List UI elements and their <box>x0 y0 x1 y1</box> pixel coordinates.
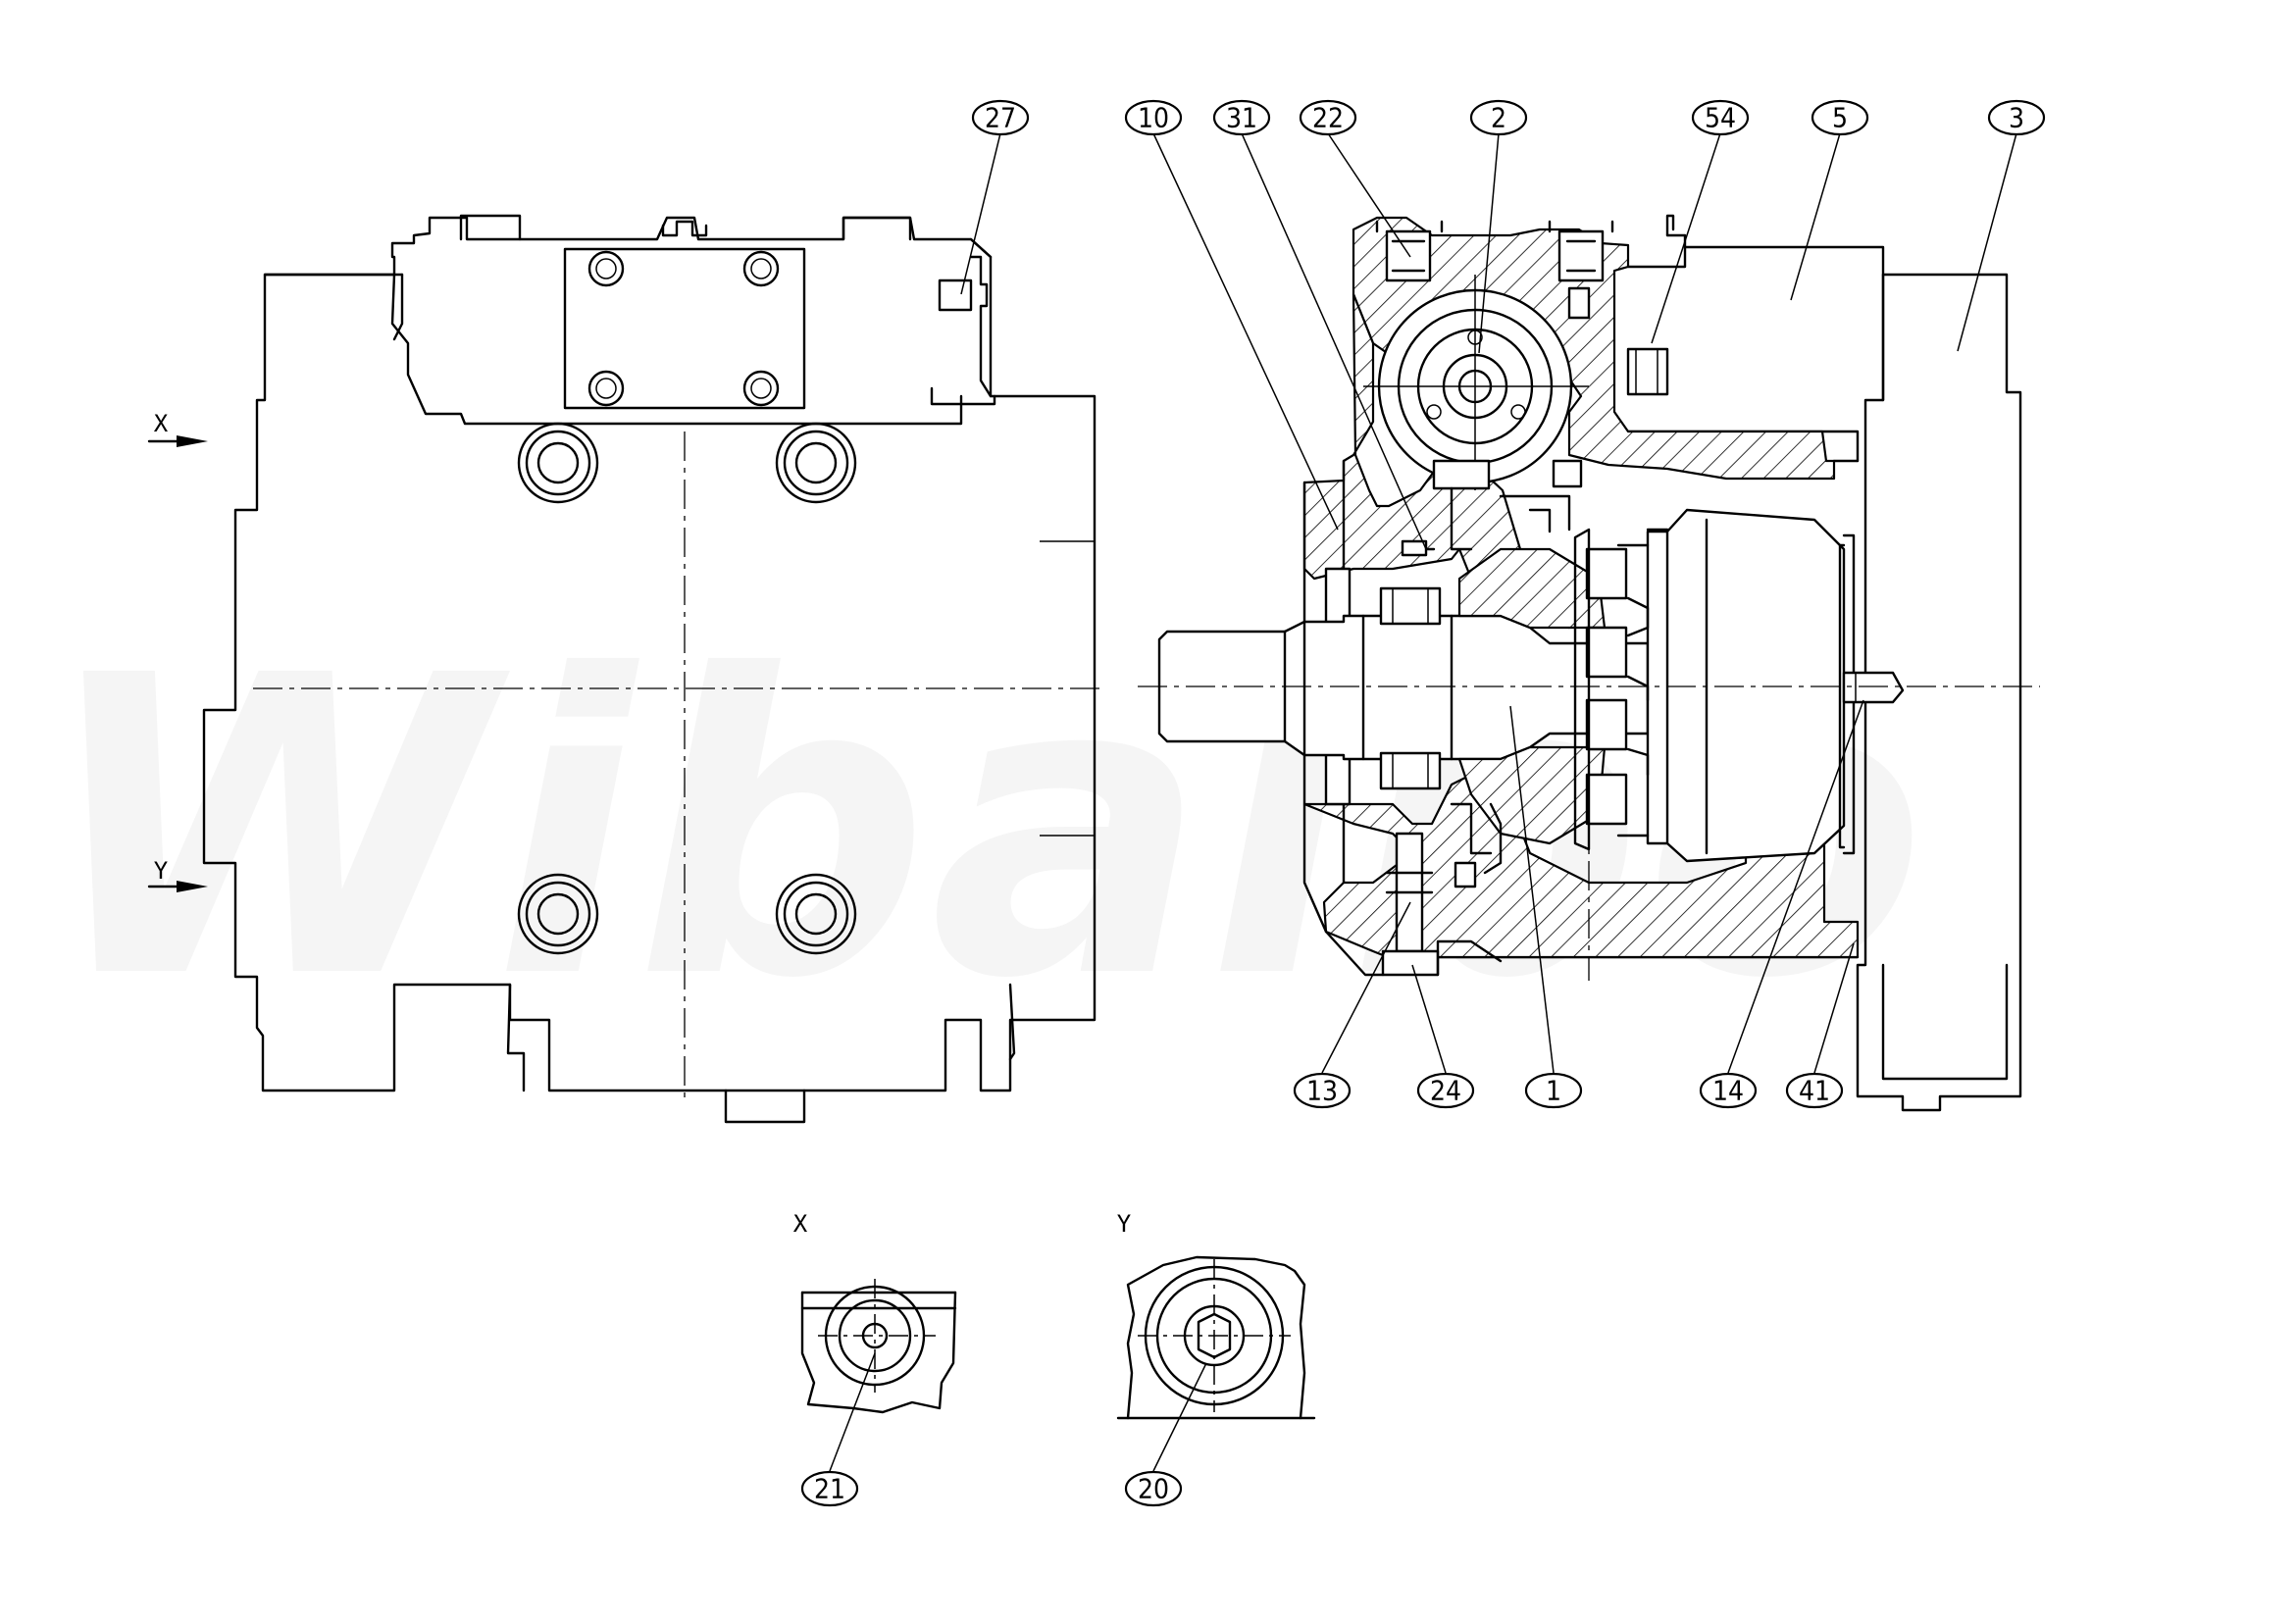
balloon-2: 2 <box>1469 99 1528 136</box>
balloon-31: 31 <box>1212 99 1271 136</box>
svg-text:31: 31 <box>1226 102 1257 134</box>
balloon-27: 27 <box>971 99 1030 136</box>
plate-screw <box>587 250 780 407</box>
svg-text:24: 24 <box>1430 1075 1461 1107</box>
svg-text:22: 22 <box>1312 102 1344 134</box>
balloon-20: 20 <box>1124 1470 1183 1507</box>
svg-text:54: 54 <box>1705 102 1736 134</box>
front-view: X Y <box>147 214 1104 1124</box>
drive-shaft <box>1157 614 1650 761</box>
balloon-13: 13 <box>1293 1072 1352 1109</box>
svg-text:2: 2 <box>1491 102 1506 134</box>
svg-text:Y: Y <box>154 857 169 885</box>
balloon-14: 14 <box>1699 1072 1758 1109</box>
balloon-1: 1 <box>1524 1072 1583 1109</box>
section-view <box>1138 214 2040 1112</box>
svg-text:41: 41 <box>1799 1075 1830 1107</box>
port-y-arrow: Y <box>147 857 208 892</box>
balloon-5: 5 <box>1811 99 1869 136</box>
svg-text:27: 27 <box>985 102 1016 134</box>
leader-lines <box>829 132 2017 1472</box>
balloon-3: 3 <box>1987 99 2046 136</box>
svg-text:1: 1 <box>1546 1075 1561 1107</box>
detail-x: X <box>793 1210 957 1414</box>
svg-text:10: 10 <box>1138 102 1169 134</box>
svg-text:Y: Y <box>1117 1210 1132 1238</box>
piston-stack <box>1573 528 1650 851</box>
svg-text:13: 13 <box>1306 1075 1338 1107</box>
svg-text:14: 14 <box>1712 1075 1744 1107</box>
detail-y: Y <box>1117 1210 1316 1420</box>
balloon-24: 24 <box>1416 1072 1475 1109</box>
svg-text:X: X <box>154 410 169 437</box>
end-cover <box>1856 273 2022 1112</box>
svg-text:X: X <box>793 1210 808 1238</box>
svg-text:5: 5 <box>1832 102 1848 134</box>
port-x-arrow: X <box>147 410 208 447</box>
balloon-10: 10 <box>1124 99 1183 136</box>
cylinder-block <box>1646 508 1846 863</box>
plug-54 <box>1626 347 1669 396</box>
svg-text:21: 21 <box>814 1473 845 1505</box>
balloon-54: 54 <box>1691 99 1750 136</box>
balloon-22: 22 <box>1299 99 1357 136</box>
svg-text:3: 3 <box>2009 102 2024 134</box>
svg-text:20: 20 <box>1138 1473 1169 1505</box>
mounting-bolt <box>517 422 857 955</box>
balloon-41: 41 <box>1785 1072 1844 1109</box>
balloon-21: 21 <box>800 1470 859 1507</box>
control-plate <box>563 247 806 410</box>
